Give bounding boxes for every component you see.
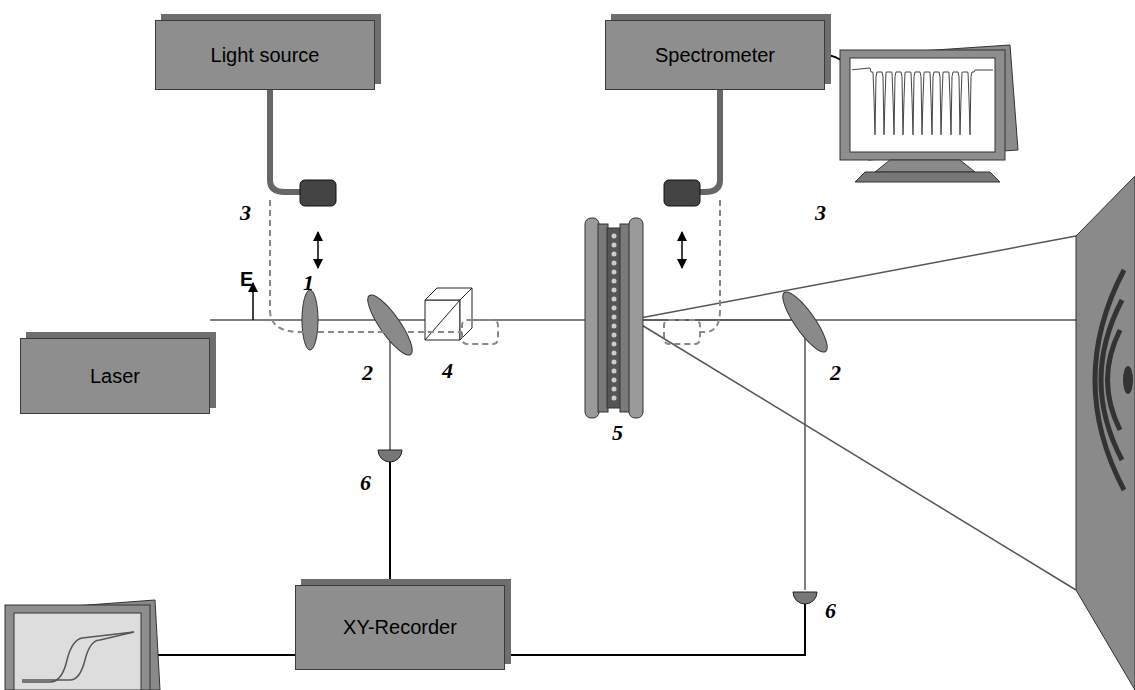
callout-number: 2 — [362, 360, 373, 386]
optical-fiber — [270, 90, 720, 192]
cell-texture — [612, 234, 617, 401]
callout-number: 5 — [612, 420, 623, 446]
beam-splitter — [361, 290, 419, 360]
photodetector — [378, 450, 817, 604]
box-label: Spectrometer — [647, 44, 783, 67]
box-label: XY-Recorder — [335, 616, 465, 639]
screen — [1076, 176, 1135, 690]
callout-number: 3 — [240, 200, 251, 226]
signal-wire — [155, 55, 960, 655]
callout-number: 1 — [303, 270, 314, 296]
monitor — [5, 600, 160, 690]
equipment-box: Laser — [20, 338, 210, 414]
field-symbol: E — [240, 268, 253, 291]
collimator — [300, 180, 700, 206]
monitor — [840, 45, 1018, 182]
move-arrow — [318, 232, 682, 268]
callout-number: 4 — [442, 358, 453, 384]
callout-number: 6 — [360, 470, 371, 496]
box-label: Laser — [82, 365, 148, 388]
equipment-box: XY-Recorder — [295, 585, 505, 670]
equipment-box: Light source — [155, 20, 375, 90]
fiber-moved — [270, 200, 720, 344]
equipment-box: Spectrometer — [605, 20, 825, 90]
callout-number: 3 — [815, 200, 826, 226]
box-label: Light source — [203, 44, 328, 67]
callout-number: 6 — [825, 598, 836, 624]
callout-number: 2 — [830, 360, 841, 386]
beam-splitter — [776, 287, 834, 357]
lens — [302, 290, 318, 350]
lc-cell — [585, 218, 643, 418]
